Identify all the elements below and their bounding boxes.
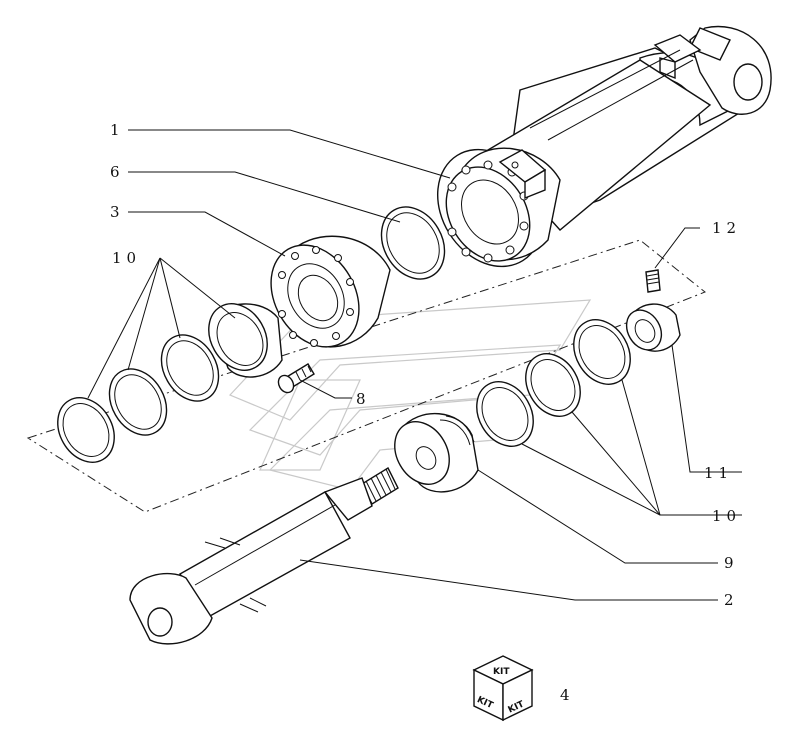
kit-label-top: KIT (493, 667, 510, 677)
lock-nut-11 (625, 303, 681, 352)
callout-9: 9 (724, 554, 739, 572)
callout-12: 12 (712, 219, 741, 237)
callout-10-right: 10 (712, 507, 741, 525)
callout-labels: 1 6 3 10 12 8 11 10 9 2 4 (110, 121, 741, 704)
callout-4: 4 (560, 686, 575, 704)
piston-rod-2 (129, 467, 399, 645)
seal-ring-6 (380, 206, 446, 280)
piston-ring-3 (476, 381, 534, 447)
cylinder-head-3 (270, 235, 391, 348)
piston-ring-2 (525, 353, 581, 417)
assembly-outline (26, 239, 706, 513)
callout-3: 3 (110, 203, 125, 221)
callout-2: 2 (724, 591, 739, 609)
grub-screw-12 (645, 269, 661, 293)
wiper-ring-1 (160, 334, 220, 402)
leader-lines (87, 129, 742, 601)
seal-kit-right (476, 319, 631, 447)
wiper-ring-3 (57, 397, 115, 463)
seal-kit-left (57, 303, 283, 463)
callout-8: 8 (356, 390, 371, 408)
callout-6: 6 (110, 163, 125, 181)
callout-11: 11 (704, 464, 733, 482)
callout-1: 1 (110, 121, 125, 139)
wiper-ring-2 (108, 368, 168, 436)
callout-10-left: 10 (112, 249, 141, 267)
cap-screw-8 (277, 363, 315, 394)
kit-badge: KIT KIT KIT (472, 655, 534, 722)
piston-ring-1 (573, 319, 631, 385)
bushing-ring (208, 303, 283, 378)
piston-9 (394, 412, 479, 493)
cylinder-barrel (436, 25, 772, 268)
